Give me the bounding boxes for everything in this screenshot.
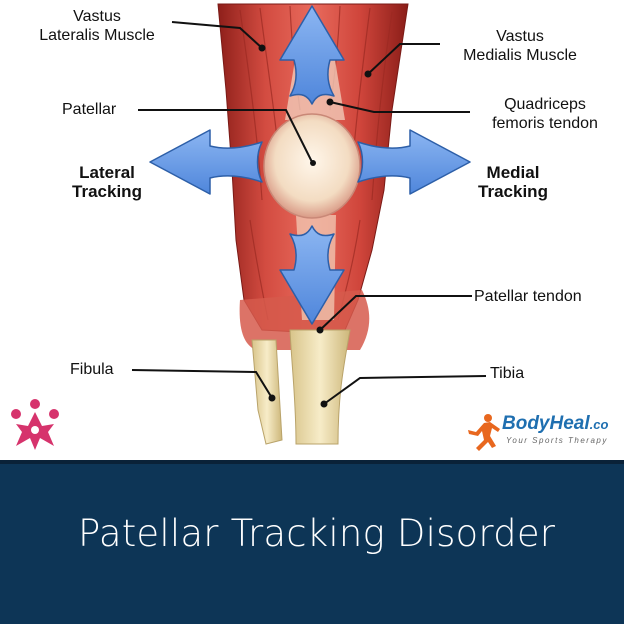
brand-logo: BodyHeal.co Your Sports Therapy [466,413,624,451]
label-fibula: Fibula [70,361,114,378]
people-logo-icon [11,399,59,450]
label-vastus-medialis: Vastus Medialis Muscle [463,28,577,64]
fibula-bone [251,339,283,445]
tibia-bone [289,329,351,445]
leader-lines [131,21,487,408]
runner-icon [468,414,500,451]
tracking-arrows [149,5,471,325]
brand-name: BodyHeal.co [502,413,609,434]
patella [263,113,361,219]
label-quadriceps-tendon: Quadriceps femoris tendon [492,96,598,132]
label-patellar: Patellar [62,101,117,118]
label-medial-tracking: Medial Tracking [478,163,548,201]
label-lateral-tracking: Lateral Tracking [72,163,142,201]
label-tibia: Tibia [490,365,525,382]
knee-diagram: Vastus Lateralis Muscle Vastus Medialis … [11,3,598,451]
label-patellar-tendon: Patellar tendon [474,288,582,305]
knee-illustration [11,3,500,451]
brand-tagline: Your Sports Therapy [506,436,608,445]
label-vastus-lateralis: Vastus Lateralis Muscle [39,8,155,44]
arrow-down [279,225,345,325]
arrow-up [279,5,345,105]
page-title: Patellar Tracking Disorder [78,512,556,555]
footer-banner: Patellar Tracking Disorder [0,460,624,624]
arrow-left [149,129,263,195]
arrow-right [357,129,471,195]
